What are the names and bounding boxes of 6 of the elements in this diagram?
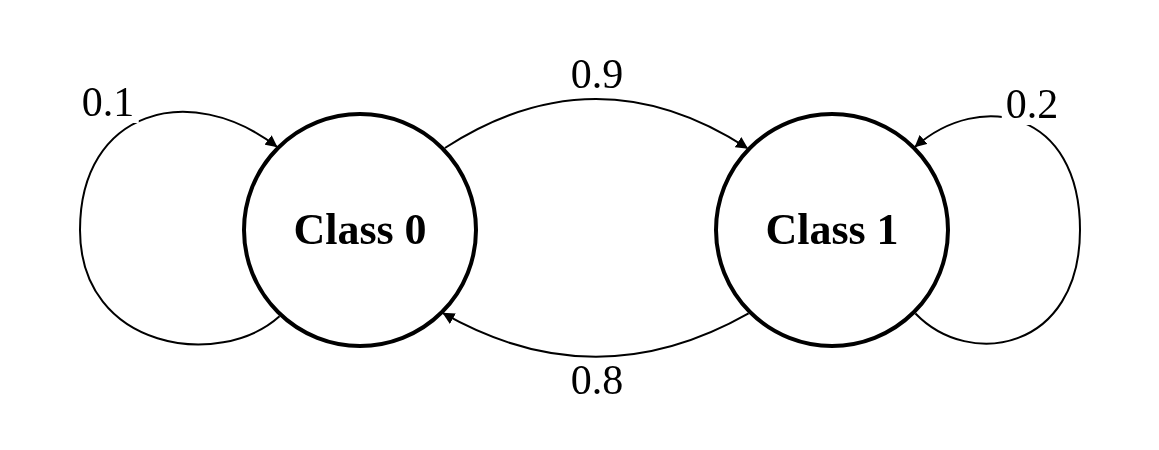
state-label: Class 0 — [293, 208, 427, 252]
arrow — [443, 98, 749, 150]
arrow — [442, 312, 750, 358]
arrow — [914, 115, 1081, 345]
state-label: Class 1 — [765, 208, 899, 252]
arrow — [79, 110, 281, 346]
